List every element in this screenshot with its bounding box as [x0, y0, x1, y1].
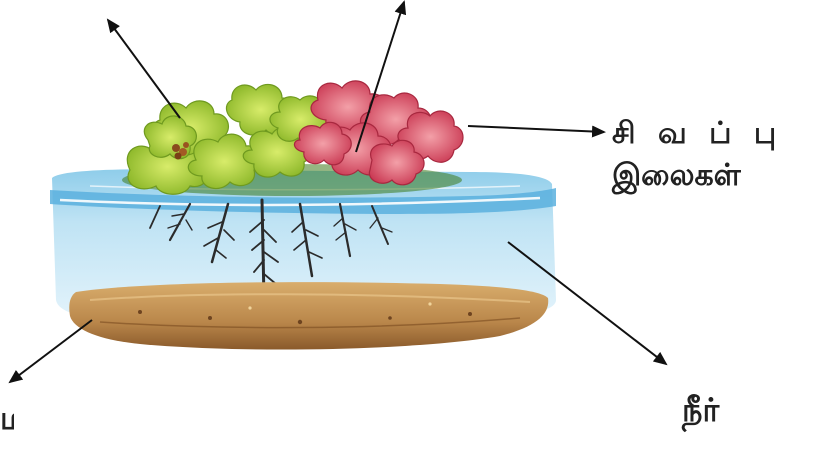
red-leaves-label-line2: இலைகள்	[612, 160, 782, 192]
arrow-to-green-leaves	[108, 20, 180, 118]
arrow-to-red-leaves-label	[468, 126, 604, 132]
red-leaves-label-line1: சி வ ப் பு	[612, 118, 782, 150]
arrow-to-soil-label	[10, 320, 92, 382]
soil-layer	[69, 282, 548, 349]
water-label: நீர்	[682, 394, 719, 428]
soil-label-partial: ம	[0, 402, 14, 436]
red-leaves-label: சி வ ப் பு இலைகள்	[612, 118, 782, 191]
azolla-plant	[122, 81, 463, 196]
